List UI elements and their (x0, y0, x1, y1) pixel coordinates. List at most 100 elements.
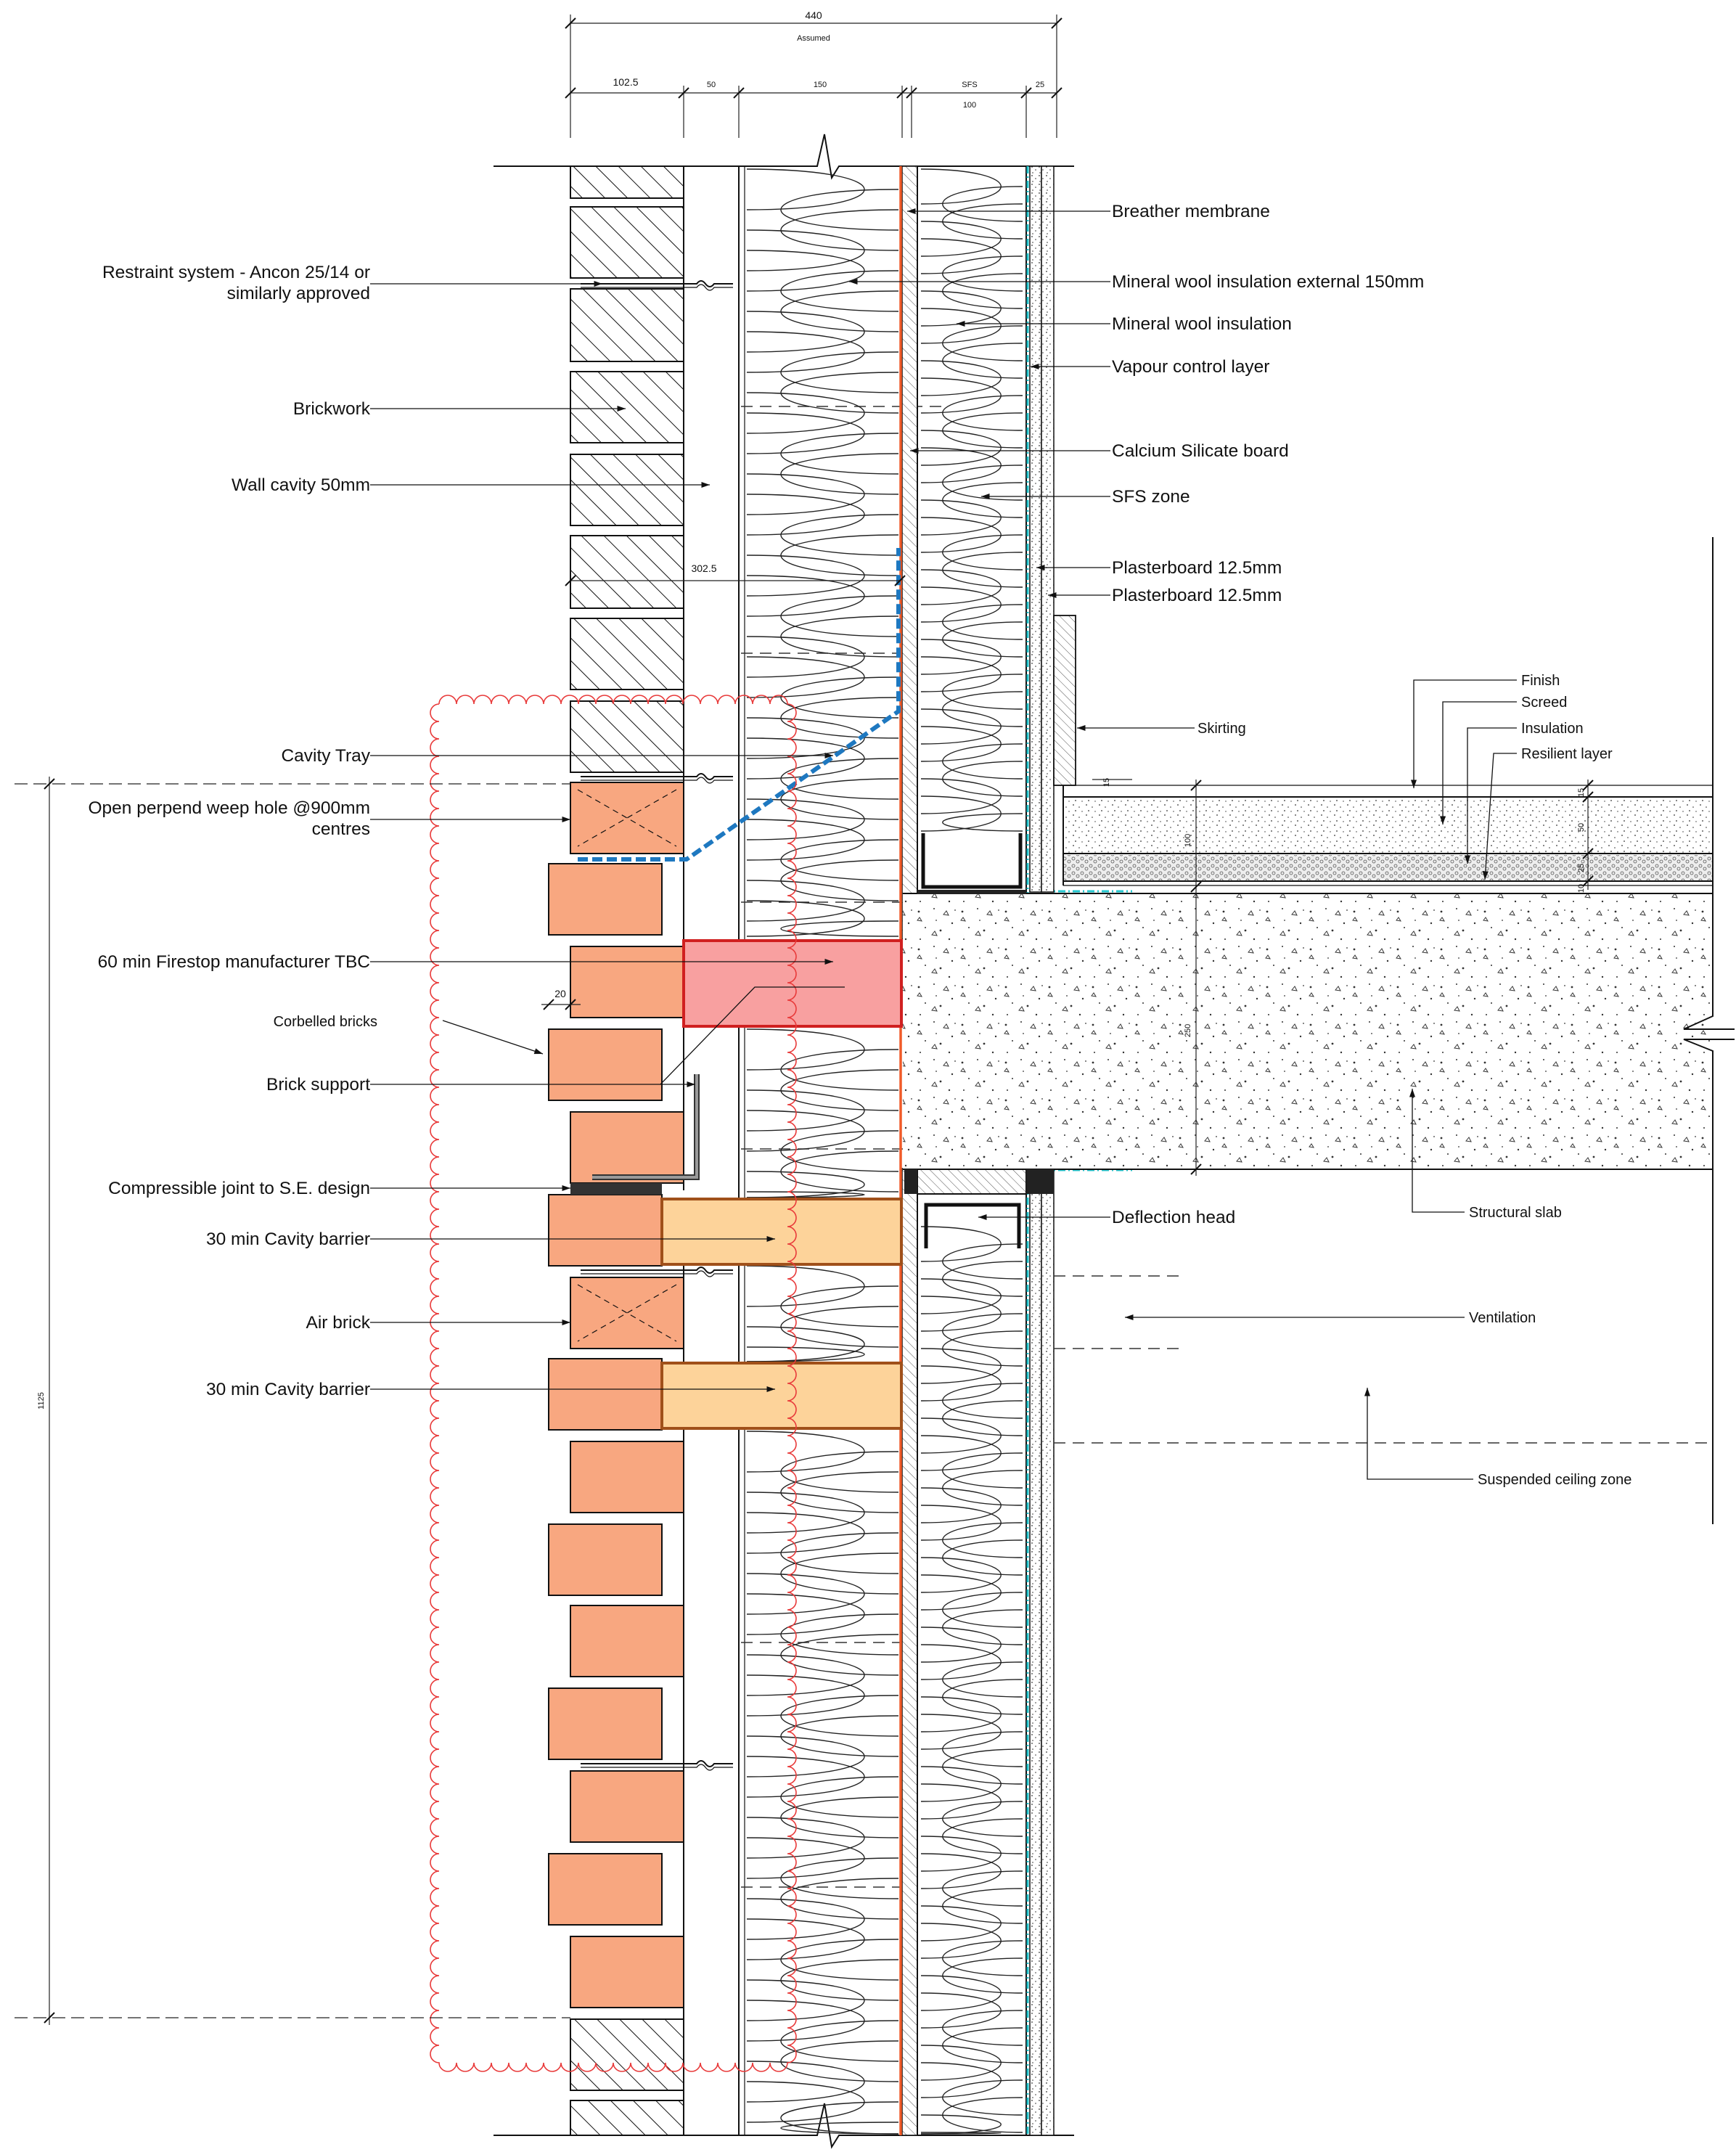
dim-assumed: Assumed (797, 34, 830, 43)
label-resilient: Resilient layer (1521, 746, 1613, 762)
dim-height: 1125 (37, 1392, 46, 1410)
dimension-chain-top: 440 Assumed 102.5 50 150 SFS 100 25 (565, 9, 1063, 138)
label-finish: Finish (1521, 673, 1560, 689)
wool-lobes-offset (746, 189, 899, 937)
hatched-brick (570, 165, 684, 199)
wool-lobes-offset (920, 186, 1023, 832)
dim-sfs: 100 (963, 101, 976, 110)
hatched-brick (570, 2018, 684, 2091)
wool-lobes-offset (920, 1243, 1023, 2135)
wall-tie (581, 773, 733, 780)
hatched-brick (570, 2100, 684, 2136)
label-skirting: Skirting (1197, 721, 1246, 737)
facing-brick (548, 1358, 663, 1431)
plasterboard-layers (1029, 165, 1055, 2136)
facing-brick (570, 1770, 684, 1843)
skirting (1053, 615, 1076, 786)
label-ceiling: Suspended ceiling zone (1478, 1472, 1631, 1488)
label-cavity-barrier-2: 30 min Cavity barrier (206, 1380, 370, 1399)
facing-brick (548, 1687, 663, 1760)
label-pb2: Plasterboard 12.5mm (1112, 586, 1282, 605)
label-firestop: 60 min Firestop manufacturer TBC (98, 952, 370, 972)
label-mw-external: Mineral wool insulation external 150mm (1112, 272, 1424, 292)
break-line-bottom (494, 2103, 1074, 2149)
floor-buildup (1063, 785, 1713, 886)
wool-lobes (746, 1431, 899, 2135)
label-cavity-barrier-1: 30 min Cavity barrier (206, 1230, 370, 1249)
mineral-wool-external (746, 168, 899, 2135)
dim-floor-total: 100 (1184, 834, 1192, 847)
facing-brick (548, 863, 663, 936)
facing-brick (570, 1111, 684, 1184)
label-screed: Screed (1521, 695, 1567, 711)
calcium-silicate-board (901, 165, 918, 2136)
floor-annotations: Finish Screed Insulation Resilient layer… (1077, 673, 1631, 1488)
hatched-brick (570, 700, 684, 773)
dim-corbel: 20 (554, 988, 566, 999)
wool-lobes-offset (746, 1285, 899, 1362)
wool-lobes (746, 168, 899, 937)
dim-lining: 25 (1036, 81, 1044, 89)
hatched-brick (570, 618, 684, 690)
wool-lobes-offset (746, 1049, 899, 1198)
facing-brick (548, 1028, 663, 1101)
air-brick (570, 1277, 684, 1349)
label-pb1: Plasterboard 12.5mm (1112, 558, 1282, 578)
wool-lobes-offset (746, 1451, 899, 2135)
dim-offset: 302.5 (691, 562, 716, 574)
facing-brick (570, 946, 684, 1018)
label-cavity-tray: Cavity Tray (281, 746, 370, 766)
label-insulation: Insulation (1521, 721, 1584, 737)
dim-finish: 15 (1577, 788, 1586, 797)
height-dimension: 1125 (15, 777, 570, 2025)
offset-dimension: 302.5 (565, 562, 906, 586)
label-sfs-zone: SFS zone (1112, 487, 1190, 507)
dim-ticks (565, 87, 1063, 99)
wall-tie (581, 1760, 733, 1767)
cavity-tray (578, 548, 901, 862)
label-vcl: Vapour control layer (1112, 357, 1269, 377)
facing-brick (570, 1936, 684, 2008)
label-weep-hole-1: Open perpend weep hole @900mm (88, 798, 370, 818)
weep-hole-brick (570, 782, 684, 854)
wool-lobes (920, 1226, 1023, 2135)
label-ventilation: Ventilation (1469, 1310, 1536, 1326)
left-annotations: Restraint system - Ancon 25/14 or simila… (88, 263, 845, 1399)
label-brick-support: Brick support (266, 1075, 370, 1095)
facing-brick (570, 1605, 684, 1677)
sfs-base-track (917, 833, 1026, 894)
label-compressible: Compressible joint to S.E. design (108, 1179, 370, 1198)
label-deflection: Deflection head (1112, 1208, 1235, 1227)
label-weep-hole-2: centres (312, 819, 370, 839)
facing-brick (548, 1194, 663, 1267)
hatched-brick (570, 454, 684, 526)
wall-ties (581, 280, 733, 1771)
dim-slab: 250 (1184, 1024, 1192, 1037)
wall-tie (581, 280, 733, 287)
label-mw: Mineral wool insulation (1112, 314, 1292, 334)
label-brickwork: Brickwork (293, 399, 371, 419)
label-calsil: Calcium Silicate board (1112, 441, 1289, 461)
cavity-barrier-upper (660, 1198, 903, 1266)
hatched-brick (570, 288, 684, 362)
label-slab: Structural slab (1469, 1205, 1562, 1221)
wool-lobes (746, 1028, 899, 1198)
brick-support-angle (570, 1074, 700, 1195)
slab-dimensions: 100 250 15 50 25 10 15 (1092, 778, 1594, 1176)
brickwork-leaf (548, 165, 684, 2136)
label-restraint-2: similarly approved (227, 284, 370, 303)
hatched-brick (570, 206, 684, 279)
label-corbelled: Corbelled bricks (274, 1014, 377, 1030)
dim-cavity: 50 (707, 81, 716, 89)
firestop-60min (682, 939, 903, 1028)
wool-lobes (746, 1265, 899, 1362)
wall-tie-edge (581, 1764, 733, 1771)
room-lines (1054, 537, 1714, 1524)
wall-tie (581, 1267, 733, 1274)
structural-slab (903, 893, 1735, 1170)
cavity-barrier-lower (660, 1362, 903, 1430)
label-wall-cavity: Wall cavity 50mm (232, 475, 370, 495)
sfs-mineral-wool (920, 168, 1023, 2135)
right-annotations: Breather membrane Mineral wool insulatio… (849, 202, 1424, 1227)
dim-insulation: 150 (814, 81, 827, 89)
